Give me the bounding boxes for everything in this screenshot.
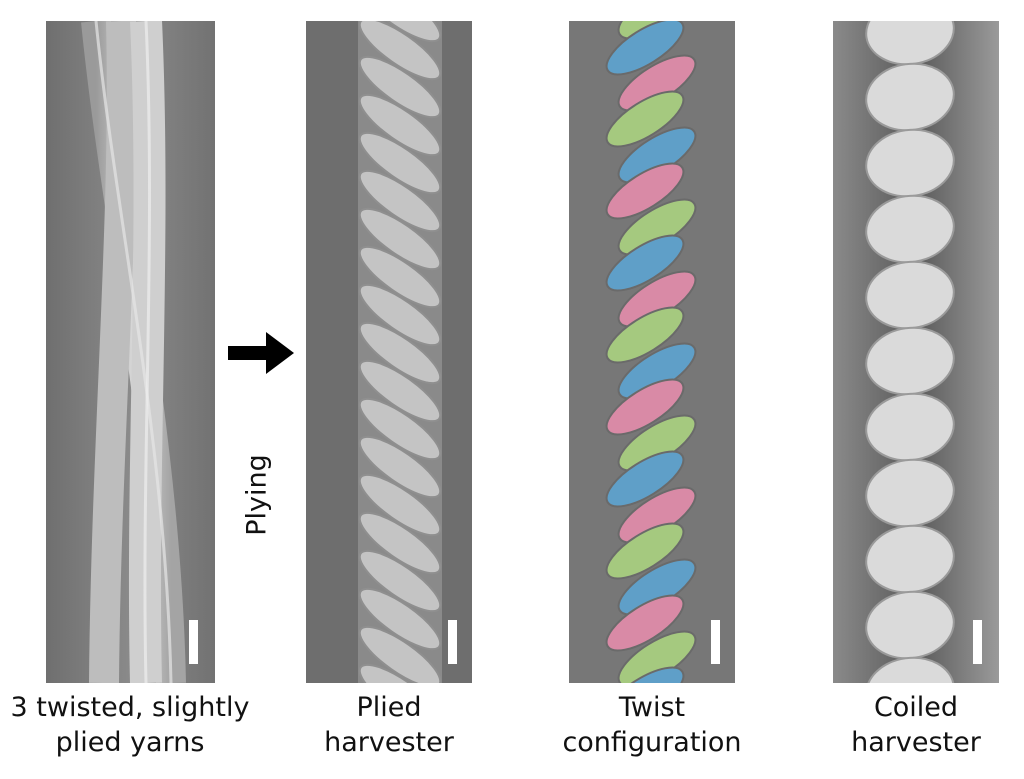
caption-line: harvester: [324, 727, 454, 758]
caption-line: Twist: [618, 692, 686, 723]
caption-line: configuration: [562, 727, 742, 758]
sem-image-coiled-harvester: [833, 21, 999, 683]
sem-image-plied-harvester: [306, 21, 472, 683]
caption-plied-harvester: Plied harvester: [319, 690, 459, 760]
sem-image-twisted-yarns: [46, 21, 215, 683]
caption-line: 3 twisted, slightly: [10, 692, 250, 723]
scale-bar: [448, 620, 457, 664]
sem-image-twist-configuration: [569, 21, 735, 683]
caption-line: Plied: [356, 692, 422, 723]
plying-label: Plying: [241, 454, 273, 536]
caption-line: plied yarns: [55, 727, 205, 758]
caption-line: Coiled: [873, 692, 959, 723]
right-arrow-icon: [228, 330, 296, 380]
scale-bar: [973, 620, 982, 664]
caption-twist-configuration: Twist configuration: [552, 690, 752, 760]
caption-line: harvester: [851, 727, 981, 758]
caption-coiled-harvester: Coiled harvester: [843, 690, 989, 760]
scale-bar: [711, 620, 720, 664]
caption-twisted-yarns: 3 twisted, slightly plied yarns: [0, 690, 260, 760]
scale-bar: [189, 620, 198, 664]
